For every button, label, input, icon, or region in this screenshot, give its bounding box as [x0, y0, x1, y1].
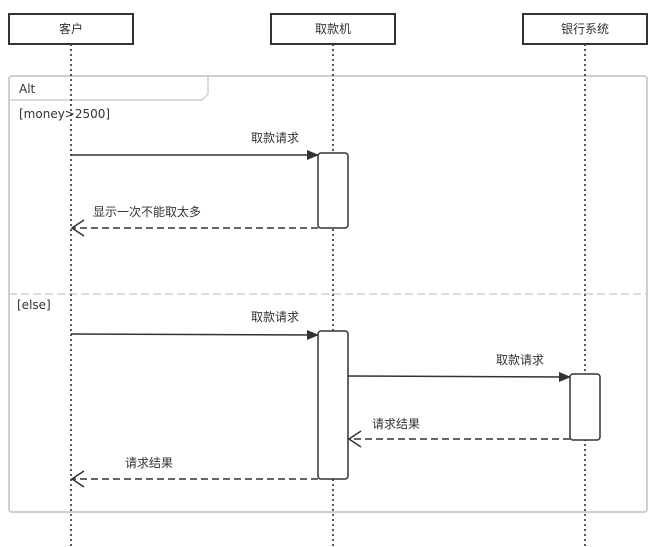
message-label: 请求结果: [372, 417, 420, 431]
message-reply-1[interactable]: 显示一次不能取太多: [70, 204, 318, 237]
message-label: 取款请求: [251, 310, 299, 324]
activation-bank: [569, 373, 601, 441]
open-arrowhead-icon: [347, 430, 362, 448]
participant-label: 客户: [59, 21, 83, 36]
participant-bank[interactable]: 银行系统: [522, 13, 648, 45]
fragment-label-tab: [9, 76, 209, 101]
fragment-operator: Alt: [19, 82, 36, 96]
open-arrowhead-icon: [70, 219, 85, 237]
message-request-2[interactable]: 取款请求: [70, 310, 319, 340]
activation-atm-2: [317, 330, 349, 480]
message-reply-customer[interactable]: 请求结果: [70, 456, 318, 488]
participant-customer[interactable]: 客户: [8, 13, 134, 45]
open-arrowhead-icon: [70, 470, 85, 488]
message-reply-bank[interactable]: 请求结果: [347, 417, 570, 448]
participant-label: 取款机: [315, 22, 351, 36]
guard-first: [money>2500]: [19, 107, 110, 121]
message-label: 取款请求: [496, 353, 544, 367]
alt-fragment: Alt [money>2500] [else]: [8, 75, 648, 513]
participant-label: 银行系统: [561, 22, 609, 36]
message-label: 取款请求: [251, 131, 299, 145]
participant-atm[interactable]: 取款机: [270, 13, 396, 45]
guard-else: [else]: [17, 298, 51, 312]
message-label: 请求结果: [125, 456, 173, 470]
message-request-1[interactable]: 取款请求: [71, 131, 319, 160]
activation-atm-1: [317, 152, 349, 229]
message-label: 显示一次不能取太多: [93, 204, 201, 219]
message-request-bank[interactable]: 取款请求: [347, 353, 571, 382]
